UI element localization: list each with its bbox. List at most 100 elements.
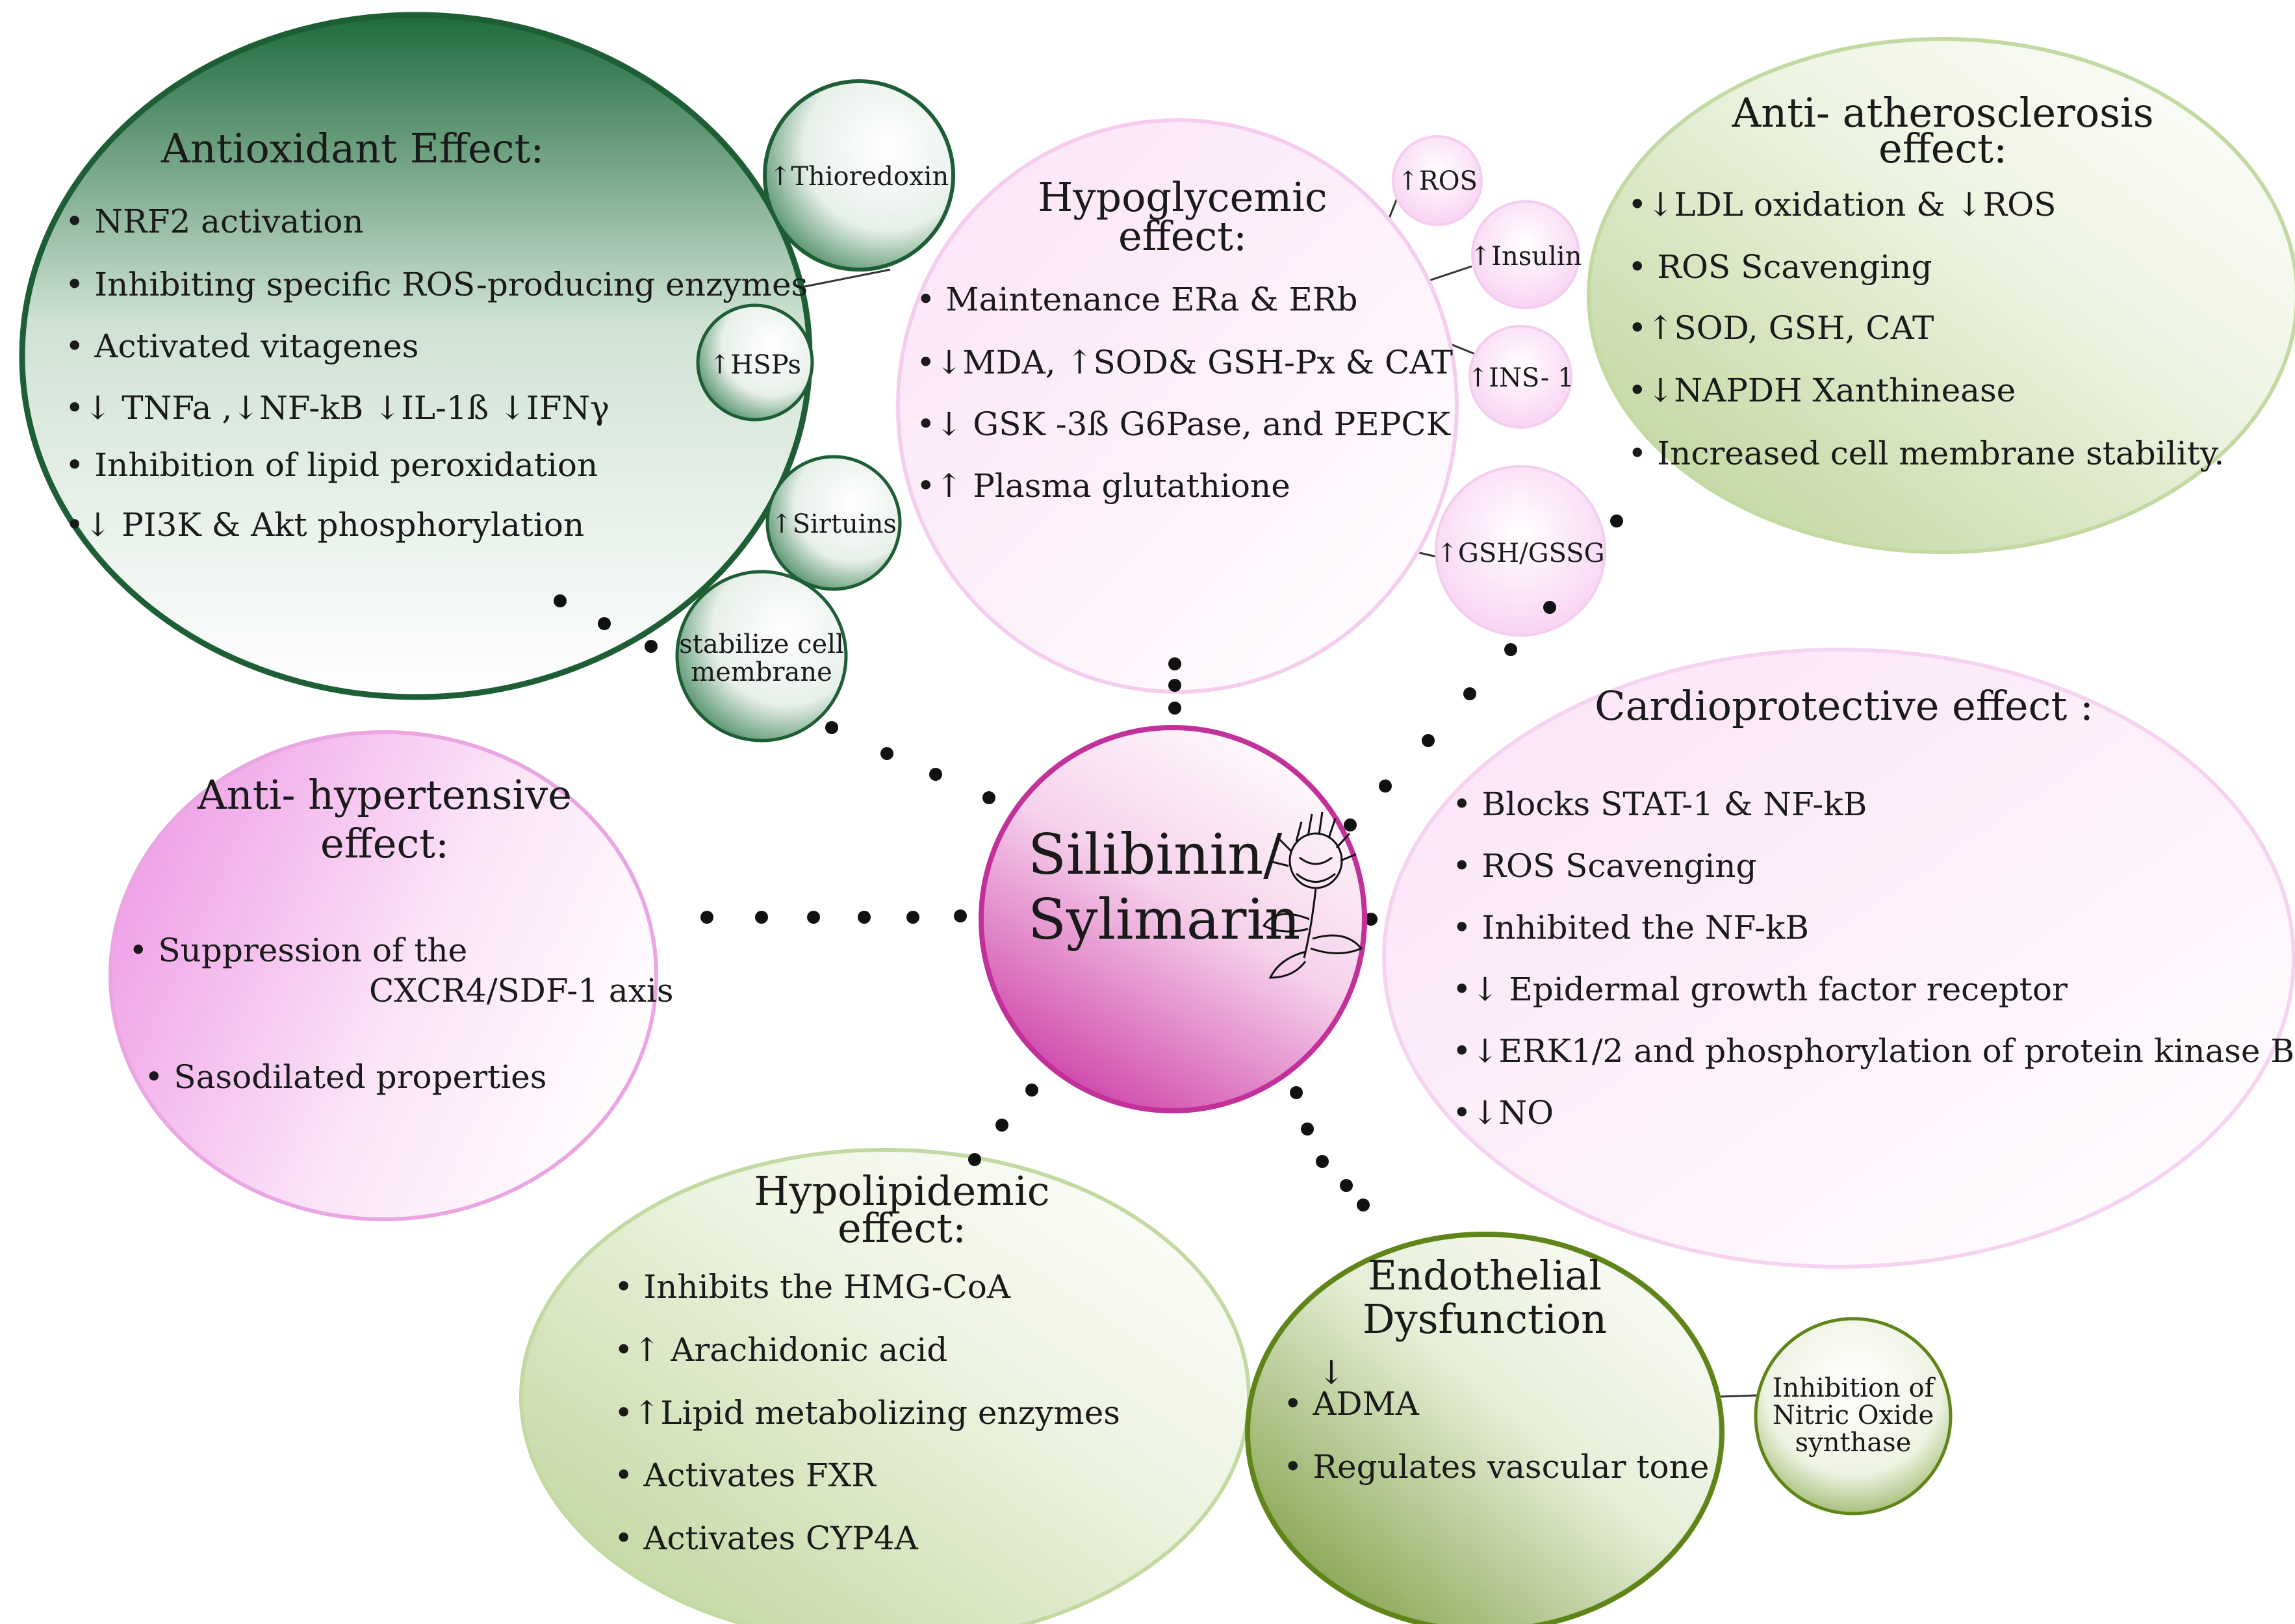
satellite-thioredoxin: ↑Thioredoxin — [763, 79, 955, 272]
hypertensive-item-2: • Sasodilated properties — [144, 1058, 546, 1096]
hypoglycemic-title-1: Hypoglycemic — [1038, 173, 1327, 221]
dot — [968, 1153, 981, 1166]
satellite-stabilize-membrane: stabilize cell membrane — [675, 570, 848, 742]
antioxidant-item-1: • NRF2 activation — [65, 203, 364, 240]
atherosclerosis-title-1: Anti- atherosclerosis — [1731, 89, 2153, 136]
thistle-leaf-bottom — [1268, 950, 1307, 979]
insulin-circle — [1471, 200, 1580, 309]
hypolipidemic-item-5: • Activates CYP4A — [614, 1519, 919, 1557]
center-title-line-1: Silibinin/ — [1028, 822, 1282, 887]
satellite-gsh-gssg: ↑GSH/GSSG — [1435, 465, 1606, 637]
dot — [1504, 643, 1517, 656]
satellite-nitric-oxide-synthase: Inhibition of Nitric Oxide synthase — [1754, 1317, 1953, 1516]
thistle-spikes — [1272, 811, 1357, 867]
hypolipidemic-title-1: Hypolipidemic — [754, 1167, 1049, 1215]
dot — [880, 747, 893, 760]
sirtuins-label: ↑Sirtuins — [771, 509, 897, 539]
hypoglycemic-ellipse — [896, 118, 1459, 694]
satellite-ins1: ↑INS- 1 — [1467, 325, 1574, 429]
dot — [929, 768, 942, 781]
milk-thistle-icon — [1262, 811, 1363, 979]
stabilize-label-2: membrane — [691, 657, 832, 687]
cardio-bubble: Cardioprotective effect : • Blocks STAT-… — [1382, 648, 2295, 1269]
thistle-leaf-right — [1310, 934, 1363, 954]
cardio-item-1: • Blocks STAT-1 & NF-kB — [1452, 785, 1867, 823]
cardio-item-4: •↓ Epidermal growth factor receptor — [1452, 971, 2068, 1008]
hypertensive-bubble: Anti- hypertensive effect: • Suppression… — [109, 730, 674, 1221]
antioxidant-item-6: •↓ PI3K & Akt phosphorylation — [65, 506, 584, 544]
antioxidant-bubble: Antioxidant Effect: • NRF2 activation • … — [19, 12, 813, 700]
atherosclerosis-ellipse — [1587, 37, 2295, 554]
endothelial-item-1: • ADMA — [1283, 1385, 1420, 1423]
dot — [1422, 734, 1435, 747]
atherosclerosis-item-4: •↓NAPDH Xanthinease — [1628, 372, 2016, 409]
thistle-leaf-left — [1262, 913, 1310, 933]
satellite-ros: ↑ROS — [1392, 135, 1483, 226]
dot — [1301, 1123, 1314, 1136]
center-node: Silibinin/ Sylimarin — [979, 725, 1367, 1113]
hypoglycemic-item-4: •↑ Plasma glutathione — [916, 467, 1290, 505]
hsps-circle — [696, 303, 814, 422]
atherosclerosis-title-2: effect: — [1878, 125, 2007, 172]
center-circle — [979, 725, 1367, 1113]
dot — [1168, 702, 1181, 715]
nos-label-1: Inhibition of — [1773, 1373, 1936, 1403]
gsh-circle — [1435, 465, 1606, 637]
hypertensive-title-1: Anti- hypertensive — [197, 771, 572, 818]
dot — [1357, 1199, 1370, 1212]
hypoglycemic-item-2: •↓MDA, ↑SOD& GSH-Px & CAT — [916, 344, 1453, 381]
hypolipidemic-title-2: effect: — [838, 1204, 966, 1252]
hypolipidemic-item-2: •↑ Arachidonic acid — [614, 1331, 947, 1369]
atherosclerosis-item-2: • ROS Scavenging — [1628, 248, 1932, 286]
hsps-label: ↑HSPs — [709, 350, 801, 380]
cardio-ellipse — [1382, 648, 2295, 1269]
ins1-circle — [1468, 325, 1572, 429]
dot — [554, 594, 567, 607]
dot — [982, 791, 995, 804]
hypoglycemic-bubble: Hypoglycemic effect: • Maintenance ERa &… — [896, 118, 1459, 694]
dot — [954, 909, 967, 922]
atherosclerosis-item-1: •↓LDL oxidation & ↓ROS — [1628, 186, 2056, 223]
endothelial-title-2: Dysfunction — [1363, 1295, 1607, 1343]
dotted-connectors — [554, 514, 1623, 1212]
hypertensive-item-1b: CXCR4/SDF-1 axis — [369, 972, 674, 1009]
dot — [807, 911, 820, 924]
hypolipidemic-bubble: Hypolipidemic effect: • Inhibits the HMG… — [519, 1148, 1251, 1624]
antioxidant-item-4: •↓ TNFa ,↓NF-kB ↓IL-1ß ↓IFNγ — [65, 389, 609, 427]
antioxidant-title: Antioxidant Effect: — [160, 125, 544, 172]
atherosclerosis-item-3: •↑SOD, GSH, CAT — [1628, 309, 1934, 347]
nos-label-3: synthase — [1795, 1428, 1912, 1458]
dot — [645, 640, 658, 653]
cardio-item-6: •↓NO — [1452, 1094, 1554, 1132]
dot — [1344, 818, 1357, 831]
center-title-line-2: Sylimarin — [1028, 887, 1300, 952]
hypolipidemic-item-3: •↑Lipid metabolizing enzymes — [614, 1394, 1120, 1432]
hypoglycemic-item-1: • Maintenance ERa & ERb — [916, 281, 1358, 318]
dot — [1290, 1086, 1303, 1099]
dot — [1025, 1084, 1038, 1097]
sirtuins-circle — [765, 455, 902, 591]
dot — [1543, 601, 1556, 614]
hypertensive-title-2: effect: — [320, 820, 449, 867]
dot — [1168, 657, 1181, 670]
ins1-label: ↑INS- 1 — [1467, 363, 1574, 393]
dot — [1379, 780, 1392, 793]
cardio-title: Cardioprotective effect : — [1595, 682, 2094, 730]
dot — [995, 1119, 1008, 1132]
dot — [825, 721, 838, 734]
thioredoxin-label: ↑Thioredoxin — [769, 162, 949, 192]
hypertensive-item-1a: • Suppression of the — [129, 932, 467, 969]
cardio-item-2: • ROS Scavenging — [1452, 847, 1756, 885]
dot — [906, 911, 919, 924]
stabilize-label-1: stabilize cell — [679, 629, 844, 659]
endothelial-item-2: • Regulates vascular tone — [1283, 1448, 1709, 1486]
dot — [1365, 913, 1378, 926]
antioxidant-item-2: • Inhibiting specific ROS-producing enzy… — [65, 266, 808, 303]
thioredoxin-circle — [763, 79, 955, 272]
antioxidant-item-3: • Activated vitagenes — [65, 327, 418, 365]
satellite-insulin: ↑Insulin — [1470, 200, 1582, 309]
endothelial-title-1: Endothelial — [1368, 1252, 1602, 1299]
dot — [1610, 514, 1623, 527]
dot — [598, 617, 611, 630]
hypolipidemic-item-1: • Inhibits the HMG-CoA — [614, 1268, 1011, 1306]
